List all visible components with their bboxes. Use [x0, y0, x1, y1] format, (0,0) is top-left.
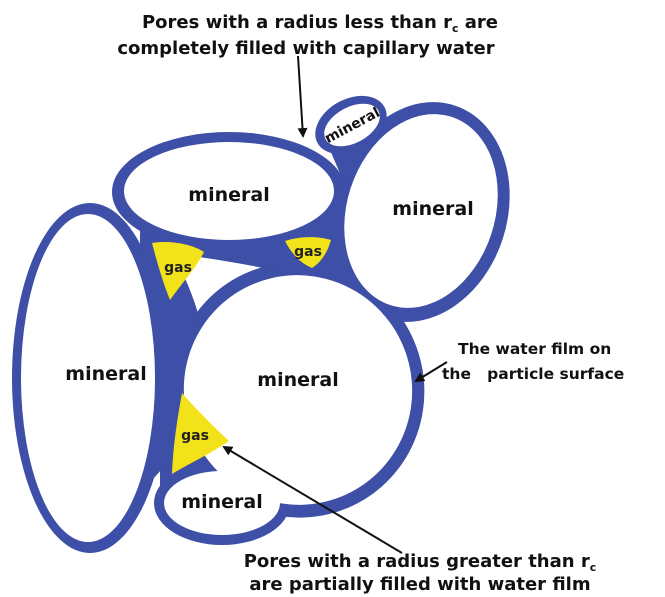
side-note-line2: the particle surface — [442, 365, 624, 383]
gas-label-bottom: gas — [181, 428, 209, 444]
mineral-label-right: mineral — [392, 198, 473, 220]
bottom-caption-line2: are partially filled with water film — [249, 574, 590, 595]
mineral-label-left: mineral — [65, 363, 146, 385]
side-note-line1: The water film on — [458, 340, 611, 358]
bottom-caption-line1: Pores with a radius greater than rc — [244, 551, 597, 574]
top-caption-line2: completely filled with capillary water — [117, 38, 494, 59]
mineral-label-bottom: mineral — [181, 491, 262, 513]
mineral-label-center: mineral — [257, 369, 338, 391]
mineral-label-top-left: mineral — [188, 184, 269, 206]
arrow-top — [298, 56, 303, 136]
gas-label-left: gas — [164, 260, 192, 276]
top-caption-line1: Pores with a radius less than rc are — [142, 12, 498, 35]
gas-label-middle: gas — [294, 244, 322, 260]
